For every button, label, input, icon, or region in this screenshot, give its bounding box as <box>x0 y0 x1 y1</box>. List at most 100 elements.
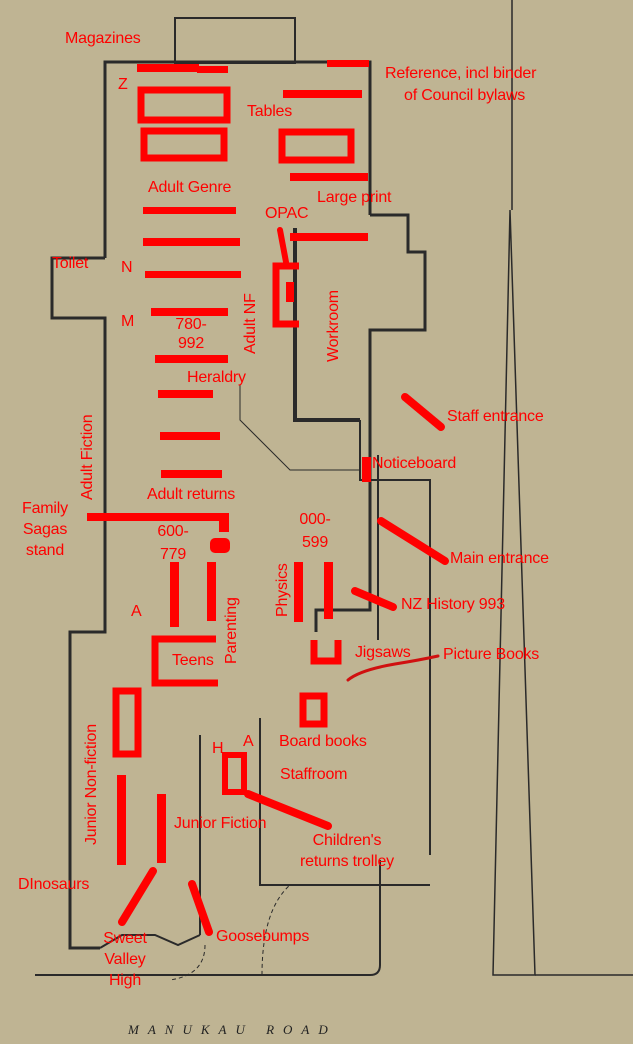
table-3 <box>278 128 355 164</box>
opac-screen <box>286 282 294 302</box>
junior-fiction-shelf-1 <box>117 775 126 865</box>
label-line: Sweet <box>103 930 147 947</box>
shelf-600-779-a <box>170 562 179 627</box>
teens-shelves <box>151 635 218 687</box>
adult-returns-bin <box>210 538 230 553</box>
table-1 <box>137 86 231 124</box>
adult-fiction-shelf-1 <box>160 432 220 440</box>
porch <box>174 17 296 64</box>
junior-nonfiction-shelf <box>112 687 142 758</box>
label-600-779: 600- 779 <box>150 520 196 566</box>
label-line: Family <box>22 500 68 517</box>
family-sagas-stand <box>87 513 228 521</box>
label-parenting: Parenting <box>223 597 240 664</box>
label-000-599: 000- 599 <box>292 508 338 554</box>
range-start: 600- <box>157 523 189 540</box>
label-adult-nf: Adult NF <box>242 293 259 354</box>
label-main-entrance: Main entrance <box>450 550 549 567</box>
picture-books-pointer <box>346 654 440 682</box>
adult-genre-shelf <box>143 207 236 214</box>
opac-terminal <box>272 262 299 328</box>
range-end: 779 <box>159 546 187 563</box>
returns-stand <box>219 513 229 532</box>
label-workroom: Workroom <box>325 290 342 362</box>
label-reference-1: Reference, incl binder <box>385 65 537 82</box>
label-line: Valley <box>104 951 146 968</box>
label-adult-genre: Adult Genre <box>148 179 232 196</box>
label-z: Z <box>118 76 128 93</box>
range-start: 000- <box>299 511 331 528</box>
label-teens: Teens <box>172 652 214 669</box>
label-n: N <box>121 259 133 276</box>
label-junior-fiction: Junior Fiction <box>174 815 267 832</box>
label-noticeboard: Noticeboard <box>372 455 457 472</box>
range-start: 780- <box>175 316 207 333</box>
nz-history-pointer <box>351 587 397 611</box>
label-reference-2: of Council bylaws <box>404 87 526 104</box>
reference-shelf-2 <box>283 90 362 98</box>
sweet-valley-high-pointer <box>118 867 157 926</box>
label-a-upper: A <box>131 603 142 620</box>
label-opac: OPAC <box>265 205 309 222</box>
goosebumps-pointer <box>188 880 213 936</box>
main-entrance-pointer <box>377 517 449 565</box>
shelf-n-1 <box>143 238 240 246</box>
label-h: H <box>212 740 224 757</box>
annotation-marks <box>87 60 449 936</box>
label-jigsaws: Jigsaws <box>355 644 411 661</box>
trolley-pointer <box>244 790 332 830</box>
building-walls <box>35 0 633 981</box>
label-large-print: Large print <box>317 189 392 206</box>
range-end: 992 <box>177 335 205 352</box>
magazines-shelf-2 <box>197 66 228 73</box>
parenting-shelf <box>207 562 216 621</box>
label-m: M <box>121 313 135 330</box>
label-staff-entrance: Staff entrance <box>447 408 544 425</box>
label-toilet: Toilet <box>52 255 89 272</box>
jigsaws-shelf <box>310 640 342 665</box>
label-line: stand <box>25 542 65 559</box>
board-books-box <box>299 692 328 728</box>
opac-shelf <box>290 233 368 241</box>
label-line: returns trolley <box>300 853 394 870</box>
range-end: 599 <box>301 534 329 551</box>
label-adult-returns: Adult returns <box>147 486 236 503</box>
label-goosebumps: Goosebumps <box>216 928 310 945</box>
magazines-shelf <box>137 64 199 72</box>
table-2 <box>140 127 228 162</box>
label-staffroom: Staffroom <box>280 766 348 783</box>
noticeboard-mark <box>362 457 371 482</box>
large-print-shelf <box>290 173 368 181</box>
label-line: Sagas <box>22 521 68 538</box>
label-picture-books: Picture Books <box>443 646 540 663</box>
label-dinosaurs: DInosaurs <box>18 876 90 893</box>
opac-pointer <box>277 227 289 265</box>
label-line: Children's <box>312 832 382 849</box>
heraldry-shelf <box>158 390 213 398</box>
junior-fiction-shelf-2 <box>157 794 166 863</box>
staff-entrance-pointer <box>401 393 445 431</box>
shelf-m <box>151 308 228 316</box>
shelf-n-2 <box>145 271 241 278</box>
label-a-lower: A <box>243 733 254 750</box>
label-tables: Tables <box>247 103 293 120</box>
label-board-books: Board books <box>279 733 367 750</box>
label-adult-fiction: Adult Fiction <box>79 414 96 500</box>
label-physics: Physics <box>274 563 291 617</box>
label-childrens-returns-trolley: Children's returns trolley <box>284 830 410 872</box>
street-label: MANUKAU ROAD <box>128 1022 337 1037</box>
shelf-000-599 <box>324 562 333 619</box>
physics-shelf <box>294 562 303 622</box>
label-junior-nonfiction: Junior Non-fiction <box>83 724 100 845</box>
label-magazines: Magazines <box>65 30 141 47</box>
reference-shelf <box>327 60 369 67</box>
label-heraldry: Heraldry <box>187 369 246 386</box>
shelf-780-992 <box>155 355 228 363</box>
adult-fiction-shelf-2 <box>161 470 222 478</box>
label-780-992: 780- 992 <box>168 315 214 353</box>
label-nz-history: NZ History 993 <box>401 596 505 613</box>
childrens-returns-trolley <box>222 752 247 795</box>
